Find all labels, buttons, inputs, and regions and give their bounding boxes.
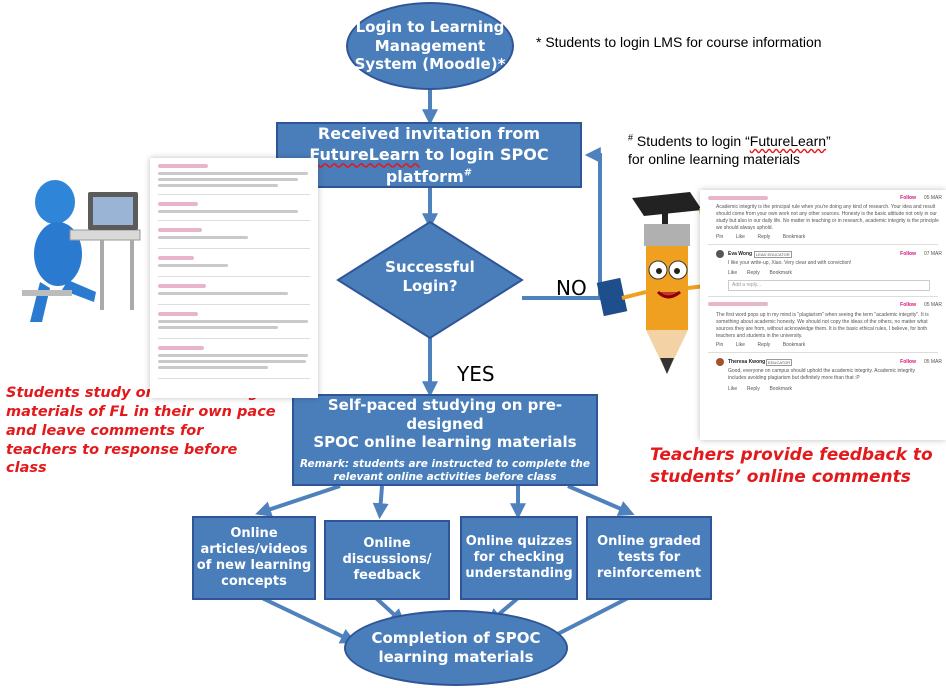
- caption-students: Students study online learning materials…: [6, 385, 276, 477]
- node-activity-discussions: Online discussions/ feedback: [324, 520, 450, 600]
- node-self-paced-title: Self-paced studying on pre-designed SPOC…: [313, 395, 577, 452]
- student-comments-screenshot: [150, 158, 318, 398]
- arrow-branch-2: [372, 485, 389, 520]
- caption-teachers: Teachers provide feedback to students’ o…: [650, 445, 933, 488]
- reply-input[interactable]: Add a reply...: [728, 280, 930, 291]
- student-computer-illustration: [22, 180, 141, 322]
- arrow-branch-4: [567, 484, 635, 516]
- node-login-lms-label: Login to Learning Management System (Moo…: [354, 17, 506, 74]
- decision-diamond: [336, 220, 524, 340]
- node-login-lms: Login to Learning Management System (Moo…: [346, 2, 514, 90]
- node-activity-articles: Online articles/videos of new learning c…: [192, 516, 316, 600]
- comment-2-text: The first word pops up in my mind is "pl…: [716, 312, 929, 339]
- pencil-teacher-illustration: [596, 192, 732, 374]
- teacher-feedback-screenshot: Follow 05 MAR Academic integrity is the …: [700, 190, 946, 440]
- node-invitation-line1: Received invitation from: [317, 123, 541, 143]
- node-invitation-line2: FutureLearn to login SPOC platform#: [309, 145, 549, 186]
- node-self-paced-remark: Remark: students are instructed to compl…: [300, 458, 590, 484]
- avatar: [716, 250, 724, 258]
- edge-label-yes: YES: [457, 362, 495, 386]
- node-invitation: Received invitation from FutureLearn to …: [276, 122, 582, 188]
- avatar: [716, 358, 724, 366]
- node-activity-tests: Online graded tests for reinforcement: [586, 516, 712, 600]
- node-completion: Completion of SPOC learning materials: [344, 610, 568, 686]
- arrow-act1-to-completion: [261, 596, 357, 644]
- edge-label-no: NO: [556, 276, 587, 300]
- futurelearn-term: FutureLearn: [309, 145, 420, 165]
- note-lms: * Students to login LMS for course infor…: [536, 34, 822, 50]
- node-self-paced: Self-paced studying on pre-designed SPOC…: [292, 394, 598, 486]
- note-futurelearn: # Students to login “FutureLearn” for on…: [628, 132, 831, 168]
- arrow-branch-1: [255, 484, 341, 517]
- comment-1-text: Academic integrity is the principal rule…: [716, 204, 939, 231]
- node-decision-label: Successful Login?: [385, 258, 475, 295]
- arrow-no-loop: [522, 147, 602, 300]
- node-activity-quizzes: Online quizzes for checking understandin…: [460, 516, 578, 600]
